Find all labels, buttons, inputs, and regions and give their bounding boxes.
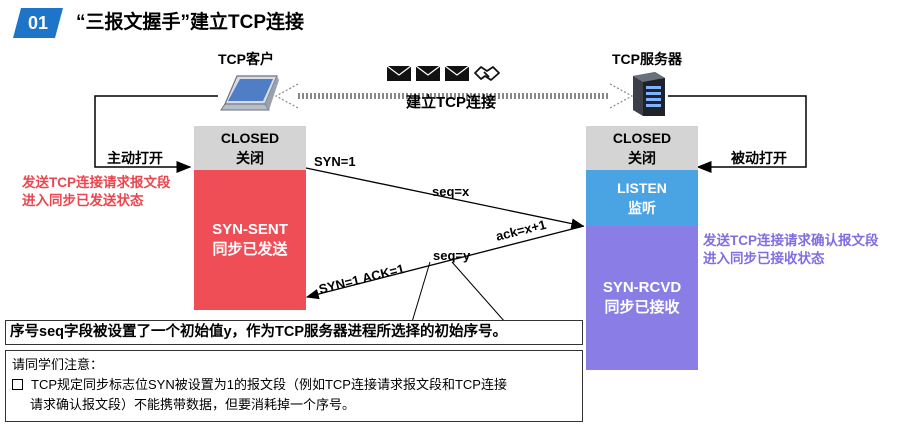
attention-line1: TCP规定同步标志位SYN被设置为1的报文段（例如TCP连接请求报文段和TCP连… [31, 377, 507, 392]
server-closed-en: CLOSED [612, 130, 672, 146]
server-action-label: 被动打开 [731, 150, 787, 166]
page-title: “三报文握手”建立TCP连接 [76, 12, 305, 33]
server-note-line1: 发送TCP连接请求确认报文段 [703, 233, 879, 248]
connection-label: 建立TCP连接 [406, 94, 497, 111]
server-state-closed: CLOSED 关闭 [586, 126, 698, 170]
server-state-listen: LISTEN 监听 [586, 170, 698, 226]
client-note-line2: 进入同步已发送状态 [22, 193, 144, 208]
attention-box: 请同学们注意： TCP规定同步标志位SYN被设置为1的报文段（例如TCP连接请求… [5, 350, 583, 422]
client-note-line1: 发送TCP连接请求报文段 [22, 175, 171, 190]
handshake-icon [474, 66, 500, 81]
seq-y-label: seq=y [433, 248, 471, 263]
message-icons [386, 65, 500, 81]
client-title: TCP客户 [218, 51, 274, 67]
server-title: TCP服务器 [612, 51, 682, 67]
server-open-line [668, 95, 807, 173]
client-open-line [94, 95, 218, 173]
syn-rcvd-en: SYN-RCVD [602, 279, 682, 296]
attention-line2: 请求确认报文段）不能携带数据，但要消耗掉一个序号。 [30, 397, 356, 412]
syn-rcvd-cn: 同步已接收 [604, 299, 680, 316]
envelope-icon [444, 65, 470, 81]
listen-cn: 监听 [628, 200, 656, 216]
client-closed-cn: 关闭 [236, 150, 264, 166]
syn-label: SYN=1 [314, 154, 356, 169]
client-action-label: 主动打开 [107, 150, 163, 166]
syn-arrow [305, 167, 585, 229]
section-badge: 01 [13, 8, 63, 38]
server-closed-cn: 关闭 [628, 150, 656, 166]
syn-sent-en: SYN-SENT [212, 221, 288, 238]
seq-x-label: seq=x [432, 184, 470, 199]
server-note-line2: 进入同步已接收状态 [703, 251, 825, 266]
syn-sent-cn: 同步已发送 [212, 241, 288, 258]
syn-ack-arrow [305, 225, 585, 300]
checkbox-icon [12, 379, 23, 391]
listen-en: LISTEN [617, 180, 667, 196]
envelope-icon [415, 65, 441, 81]
server-state-syn-rcvd: SYN-RCVD 同步已接收 [586, 226, 698, 370]
seq-callout: 序号seq字段被设置了一个初始值y，作为TCP服务器进程所选择的初始序号。 [5, 320, 583, 345]
client-state-syn-sent: SYN-SENT 同步已发送 [194, 170, 306, 310]
laptop-icon [220, 75, 279, 111]
server-icon [633, 72, 665, 116]
attention-heading: 请同学们注意： [12, 357, 104, 372]
client-closed-en: CLOSED [220, 130, 280, 146]
envelope-icon [386, 65, 412, 81]
client-state-closed: CLOSED 关闭 [194, 126, 306, 170]
attention-line1-row: TCP规定同步标志位SYN被设置为1的报文段（例如TCP连接请求报文段和TCP连… [12, 375, 576, 395]
callout-pointer [411, 261, 506, 323]
